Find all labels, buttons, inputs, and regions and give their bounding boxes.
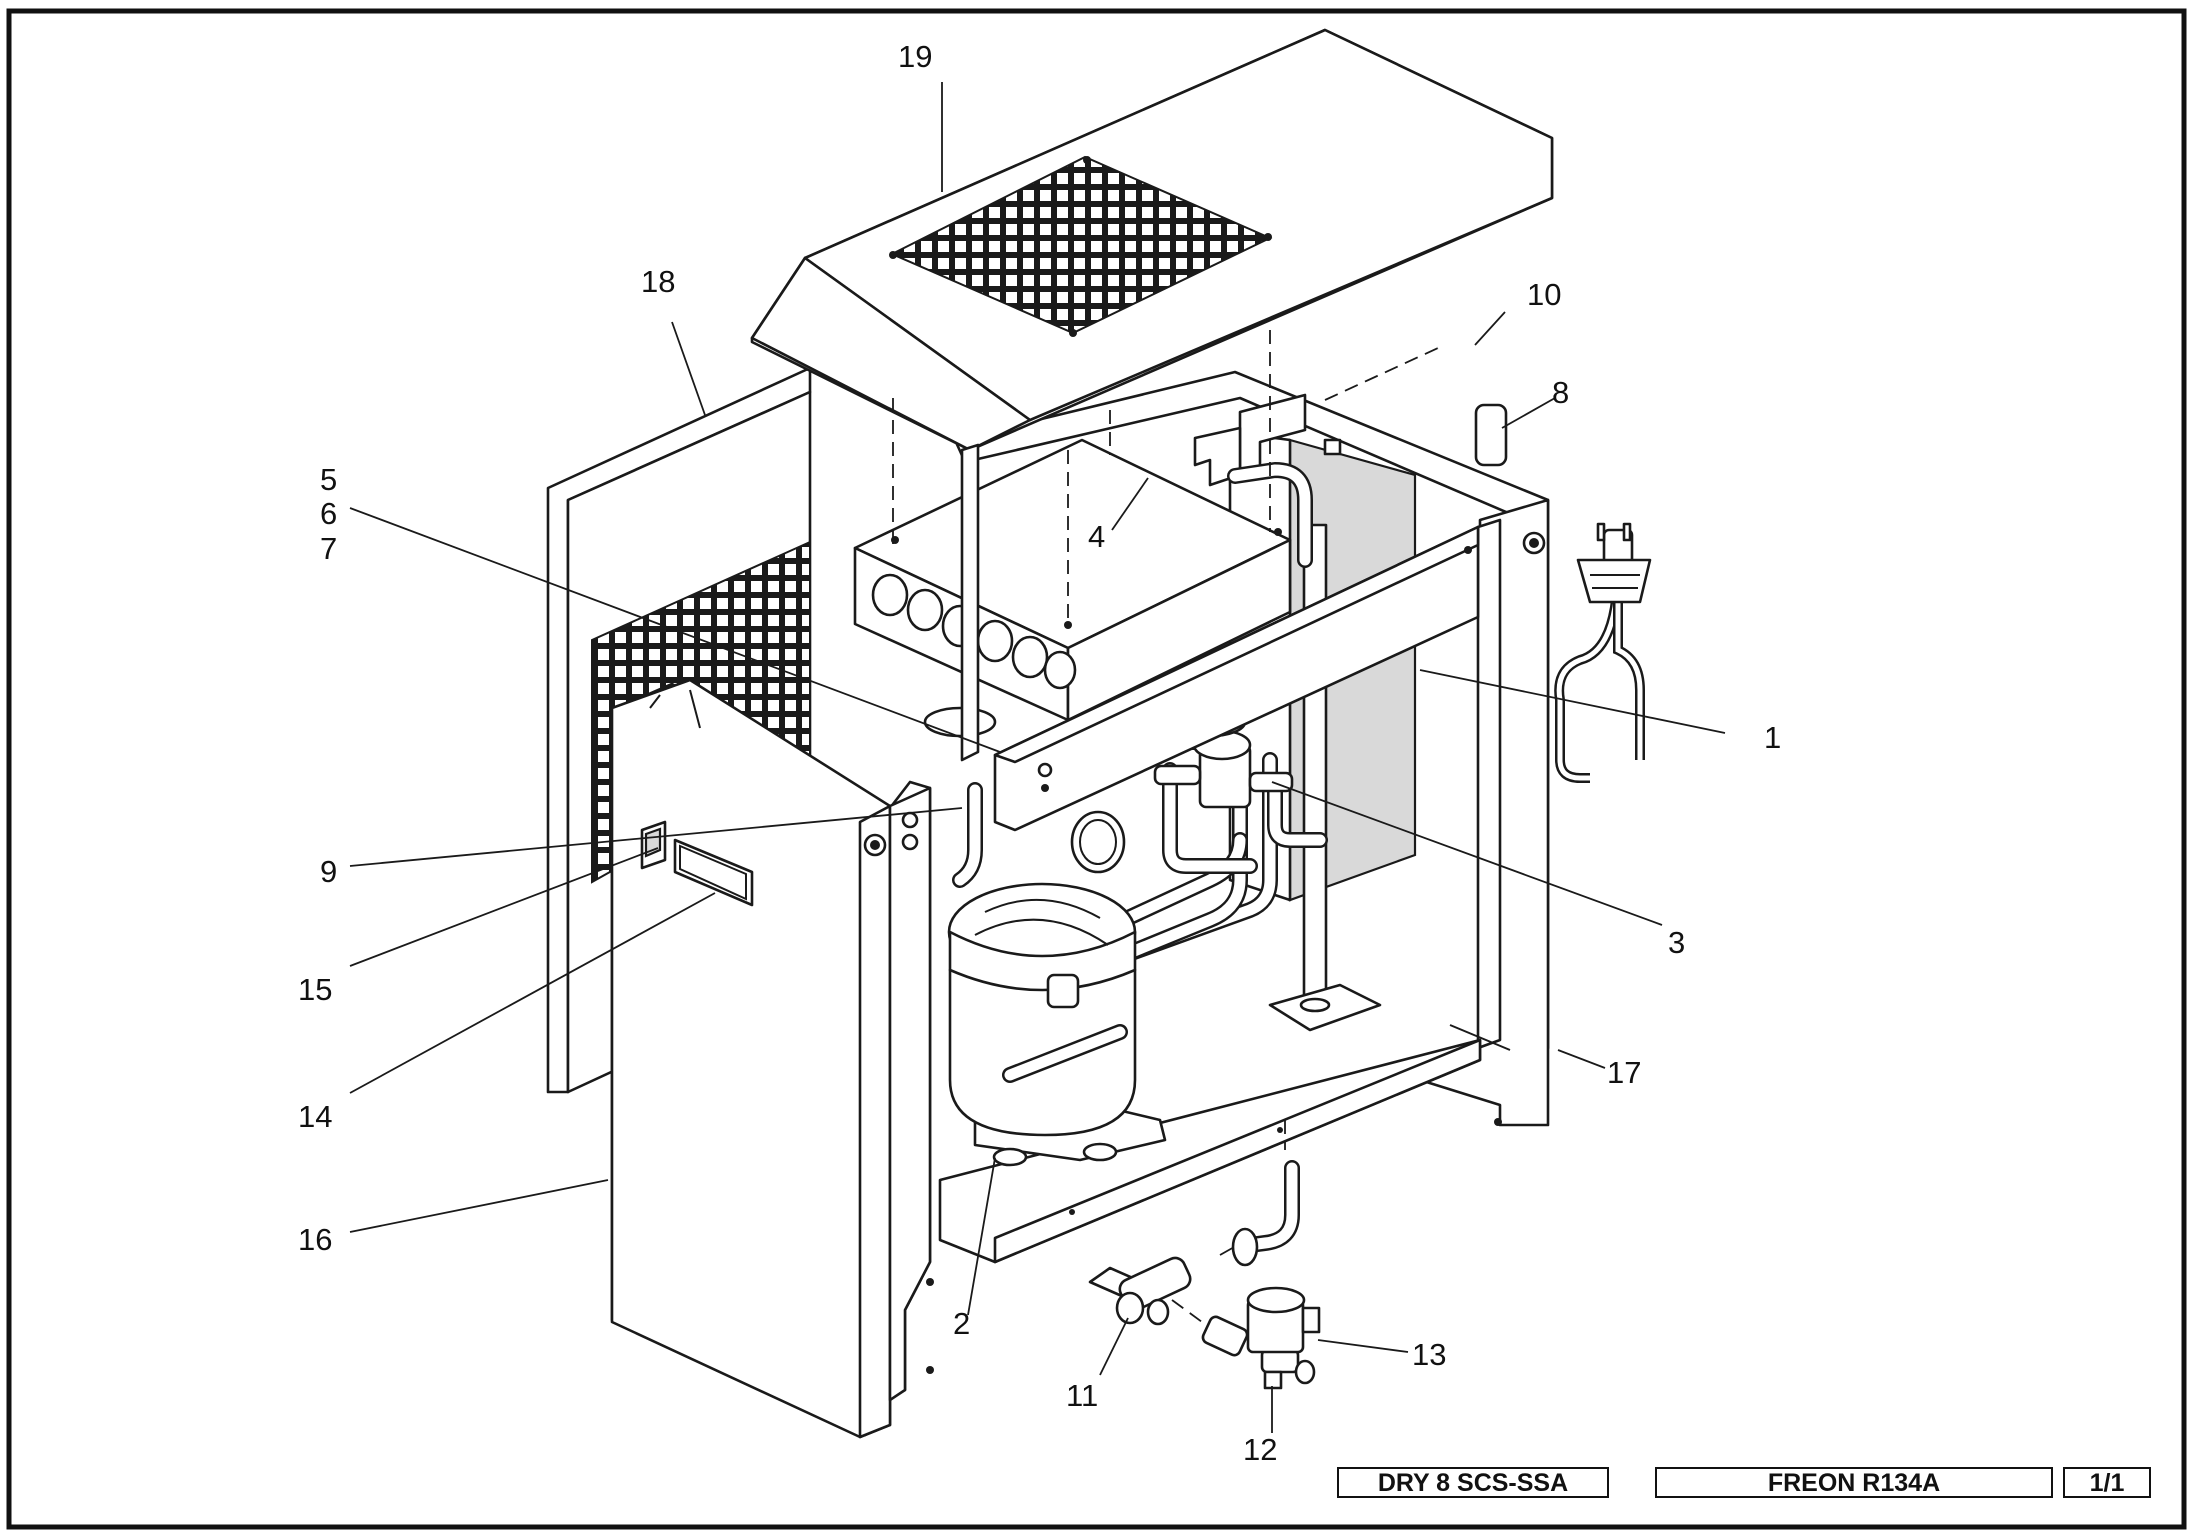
callout-18: 18 [641, 264, 675, 299]
callout-4: 4 [1088, 519, 1105, 554]
part-13-solenoid-valve [1246, 1286, 1321, 1354]
callout-numbers: 19 18 10 8 5 6 7 4 1 9 3 15 17 14 16 2 1… [298, 39, 1781, 1467]
callout-6: 6 [320, 496, 337, 531]
front-cross-beam [993, 525, 1480, 832]
callout-12: 12 [1243, 1432, 1277, 1467]
callout-1: 1 [1764, 720, 1781, 755]
callout-8: 8 [1552, 375, 1569, 410]
part-10-capillary-tube [1437, 337, 1508, 467]
drawing-border [6, 8, 2187, 1530]
title-block: DRY 8 SCS-SSA FREON R134A 1/1 [1337, 1467, 2151, 1498]
part-9-15-switch [640, 820, 667, 870]
part-19-top-cover [750, 28, 1554, 452]
callout-17: 17 [1607, 1055, 1641, 1090]
callout-10: 10 [1527, 277, 1561, 312]
callout-11: 11 [1066, 1378, 1098, 1413]
part-drain-elbow [1231, 1160, 1300, 1267]
part-17-rear-frame [953, 370, 1550, 1127]
base-tray [938, 1038, 1482, 1264]
callout-13: 13 [1412, 1337, 1446, 1372]
part-14-label-plate [673, 838, 754, 907]
part-11-check-valve [1088, 1256, 1192, 1326]
callout-16: 16 [298, 1222, 332, 1257]
callout-19: 19 [898, 39, 932, 74]
callout-9: 9 [320, 854, 337, 889]
refrigerant-name: FREON R134A [1768, 1469, 1940, 1497]
title-box-refrigerant [1655, 1467, 2053, 1498]
part-16-front-door [610, 678, 934, 1439]
part-12-fitting [1201, 1315, 1316, 1390]
evaporator-coil-loops [871, 573, 1077, 690]
front-frame-post [960, 443, 980, 762]
callout-3: 3 [1668, 925, 1685, 960]
model-name: DRY 8 SCS-SSA [1378, 1469, 1568, 1497]
part-8-bracket [1193, 393, 1307, 487]
title-box-model [1337, 1467, 1609, 1498]
callout-2: 2 [953, 1306, 970, 1341]
callout-7: 7 [320, 531, 337, 566]
callout-5: 5 [320, 462, 337, 497]
callout-14: 14 [298, 1099, 332, 1134]
callout-15: 15 [298, 972, 332, 1007]
sheet-number: 1/1 [2090, 1469, 2125, 1497]
part-2-compressor [947, 882, 1167, 1167]
title-box-sheet [2063, 1467, 2151, 1498]
leader-lines [349, 82, 1726, 1433]
power-cord-plug [1554, 522, 1652, 783]
assembly-line-10 [1324, 347, 1439, 401]
